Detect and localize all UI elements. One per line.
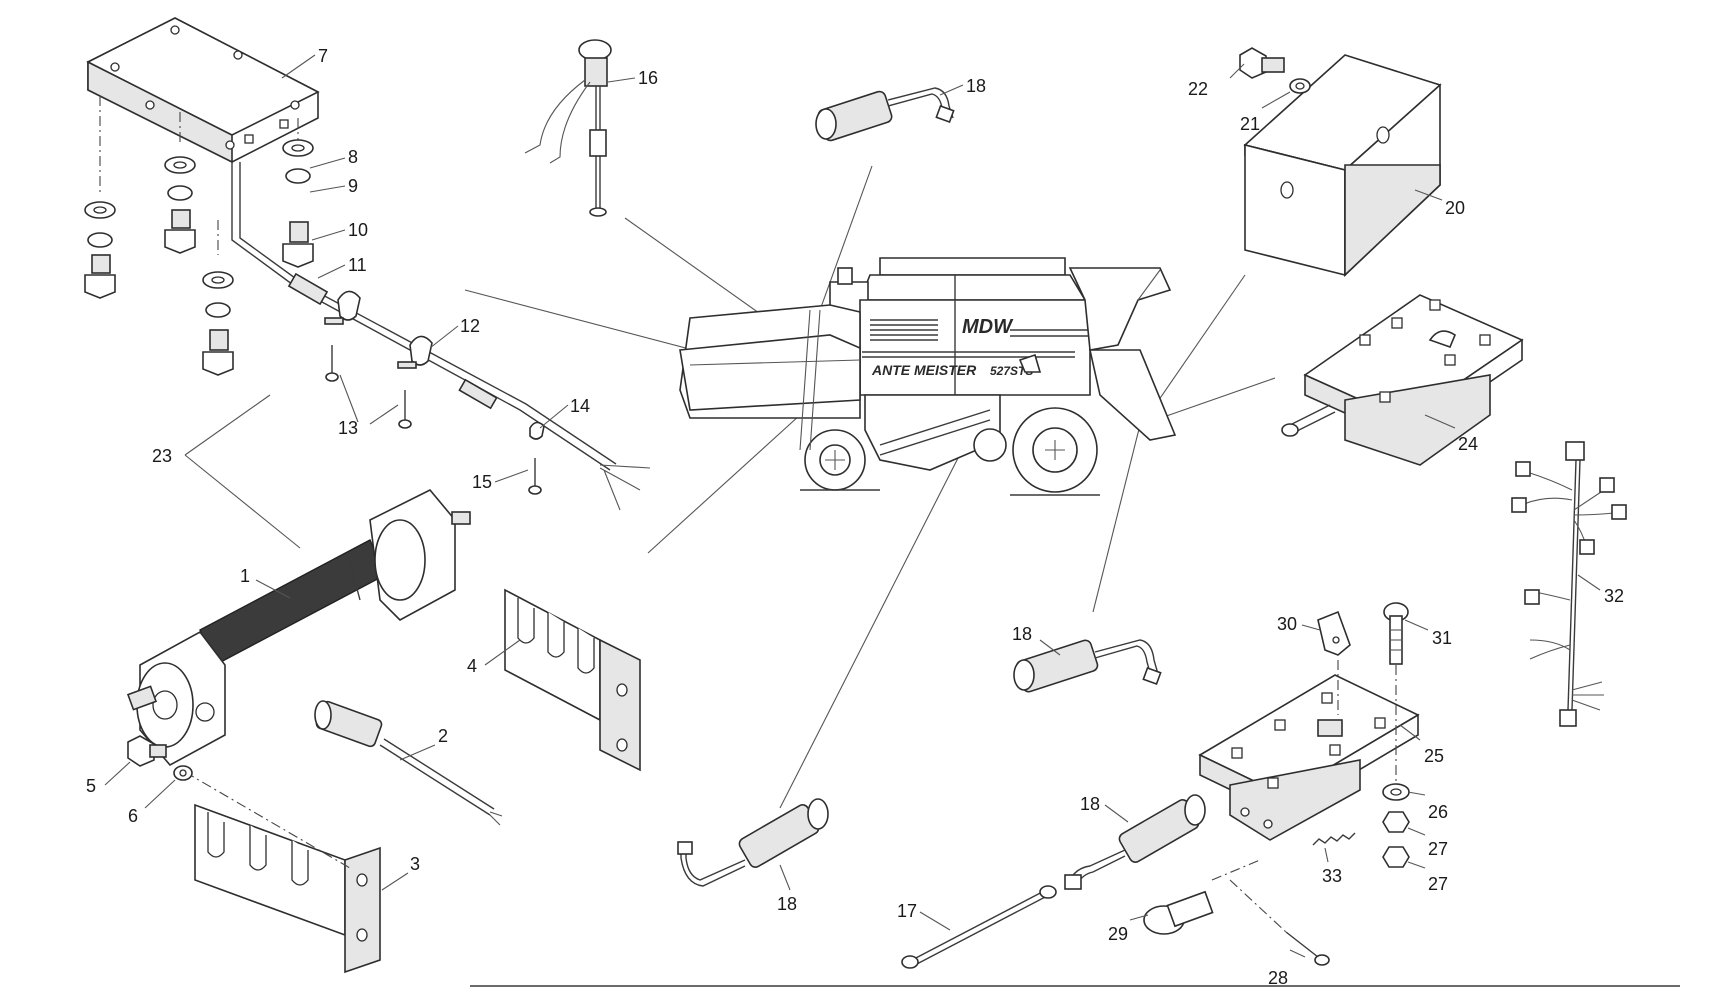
callout-29: 29 — [1108, 924, 1128, 944]
callout-11: 11 — [348, 255, 367, 275]
front-wheel — [1012, 407, 1098, 493]
callout-23: 23 — [152, 446, 172, 466]
clamp-12 — [324, 290, 433, 369]
callout-26: 26 — [1428, 802, 1448, 822]
u-bracket-20 — [1243, 54, 1442, 277]
callout-30: 30 — [1277, 614, 1297, 634]
comb-bracket-4 — [504, 588, 641, 772]
sensor-18-middle — [1013, 639, 1162, 693]
callout-2: 2 — [438, 726, 448, 746]
callout-4: 4 — [467, 656, 477, 676]
plate-fasteners — [84, 96, 314, 376]
comb-bracket-3 — [184, 771, 381, 974]
callout-33: 33 — [1322, 866, 1342, 886]
mounting-block-25 — [1198, 674, 1420, 841]
bolt-22-washer-21 — [1239, 47, 1311, 94]
callout-18c: 18 — [777, 894, 797, 914]
combine-harvester: MDW ANTE MEISTER 527STS — [679, 257, 1177, 496]
sensor-16 — [524, 39, 612, 217]
callout-25: 25 — [1424, 746, 1444, 766]
mounting-plate-7 — [86, 17, 320, 164]
screws-13 — [325, 345, 412, 429]
callout-18b: 18 — [1012, 624, 1032, 644]
callout-8: 8 — [348, 147, 358, 167]
callout-labels: 1 2 3 4 5 6 7 8 9 10 11 12 13 14 15 16 1… — [86, 46, 1624, 988]
callout-10: 10 — [348, 220, 368, 240]
clip-14-screw-15 — [528, 421, 545, 495]
callout-3: 3 — [410, 854, 420, 874]
callout-22: 22 — [1188, 79, 1208, 99]
lever-30 — [1317, 610, 1351, 715]
callout-6: 6 — [128, 806, 138, 826]
sensor-18-bottom-right — [1064, 794, 1206, 890]
callout-27a: 27 — [1428, 839, 1448, 859]
machine-model-line: ANTE MEISTER — [871, 362, 977, 378]
callout-21: 21 — [1240, 114, 1260, 134]
callout-7: 7 — [318, 46, 328, 66]
pin-29 — [1143, 859, 1261, 935]
cable-link-17 — [901, 885, 1057, 969]
sensor-18-bottom-left — [677, 798, 829, 887]
cotter-pin-28 — [1229, 879, 1330, 966]
wiring-harness-32 — [1511, 441, 1627, 727]
group-23-bracket — [184, 394, 301, 549]
sensor-18-top — [815, 87, 955, 142]
callout-31: 31 — [1432, 628, 1452, 648]
nuts-26-27 — [1382, 783, 1410, 868]
callout-15: 15 — [472, 472, 492, 492]
callout-24: 24 — [1458, 434, 1478, 454]
callout-32: 32 — [1604, 586, 1624, 606]
rear-wheel — [804, 429, 866, 491]
machine-brand: MDW — [962, 316, 1014, 338]
screw-31 — [1383, 602, 1409, 790]
probe-2 — [314, 700, 503, 826]
control-unit-24 — [1281, 294, 1524, 466]
machine-stripes — [862, 319, 1088, 358]
callout-5: 5 — [86, 776, 96, 796]
cable-11 — [231, 162, 651, 511]
callout-20: 20 — [1445, 198, 1465, 218]
callout-28: 28 — [1268, 968, 1288, 988]
callout-13: 13 — [338, 418, 358, 438]
callout-1: 1 — [240, 566, 250, 586]
callout-16: 16 — [638, 68, 658, 88]
callout-18d: 18 — [1080, 794, 1100, 814]
callout-9: 9 — [348, 176, 358, 196]
callout-14: 14 — [570, 396, 590, 416]
callout-27b: 27 — [1428, 874, 1448, 894]
spring-33 — [1312, 832, 1356, 846]
callout-leaders — [104, 54, 1601, 958]
callout-17: 17 — [897, 901, 917, 921]
bolt-5-washer-6 — [127, 735, 193, 781]
callout-18a: 18 — [966, 76, 986, 96]
callout-12: 12 — [460, 316, 480, 336]
shaft-1 — [126, 489, 471, 767]
